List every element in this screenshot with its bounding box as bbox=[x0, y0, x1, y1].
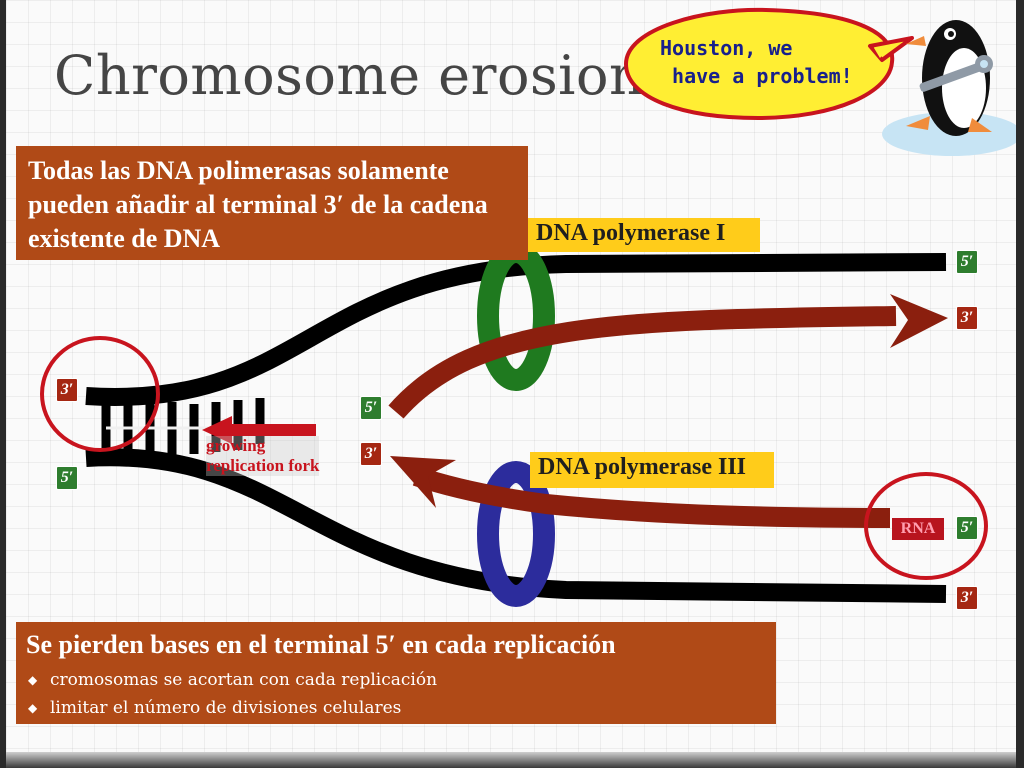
speech-bubble-icon bbox=[623, 7, 914, 121]
left-end-circle bbox=[40, 336, 160, 452]
end-label-lower-new-right: 5′ bbox=[956, 516, 978, 540]
polymerase-1-label: DNA polymerase I bbox=[528, 218, 760, 252]
bullet-item: ◆ limitar el número de divisiones celular… bbox=[26, 694, 766, 722]
base-pair-rungs bbox=[101, 398, 266, 458]
bottom-info-box: Se pierden bases en el terminal 5′ en ca… bbox=[16, 622, 776, 724]
penguin-with-wrench-icon bbox=[882, 20, 1016, 156]
slide-shadow bbox=[6, 752, 1016, 768]
rna-label: RNA bbox=[892, 518, 944, 540]
top-info-box: Todas las DNA polimerasas solamente pued… bbox=[16, 146, 528, 260]
diamond-bullet-icon: ◆ bbox=[28, 701, 38, 715]
polymerase-3-ring bbox=[477, 461, 555, 607]
bullet-list: ◆ cromosomas se acortan con cada replicac… bbox=[26, 666, 766, 722]
bullet-text: cromosomas se acortan con cada replicaci… bbox=[50, 670, 438, 690]
speech-bubble-text: Houston, we have a problem! bbox=[660, 36, 853, 88]
leading-arrowhead bbox=[890, 294, 948, 348]
bottom-box-heading: Se pierden bases en el terminal 5′ en ca… bbox=[26, 630, 616, 659]
end-label-top-strand-right: 5′ bbox=[956, 250, 978, 274]
polymerase-3-label: DNA polymerase III bbox=[530, 452, 774, 488]
slide: Chromosome erosion bbox=[6, 0, 1016, 752]
end-label-left-top: 3′ bbox=[56, 378, 78, 402]
lagging-arrowhead bbox=[390, 456, 456, 508]
new-strand-lagging bbox=[412, 466, 891, 528]
growing-fork-arrow-icon bbox=[202, 416, 316, 444]
end-label-bottom-strand-right: 3′ bbox=[956, 586, 978, 610]
new-strand-leading bbox=[388, 306, 897, 419]
rna-end-circle bbox=[864, 472, 988, 580]
replication-diagram bbox=[40, 7, 1016, 607]
page-title: Chromosome erosion bbox=[54, 44, 645, 107]
end-label-lower-new-left: 3′ bbox=[360, 442, 382, 466]
end-label-left-bottom: 5′ bbox=[56, 466, 78, 490]
fork-label: growing replication fork bbox=[206, 436, 320, 476]
bullet-text: limitar el número de divisiones celulare… bbox=[50, 698, 402, 718]
end-label-top-new-left: 5′ bbox=[360, 396, 382, 420]
diamond-bullet-icon: ◆ bbox=[28, 673, 38, 687]
end-label-top-new-right: 3′ bbox=[956, 306, 978, 330]
fork-label-text: growing replication fork bbox=[206, 436, 320, 475]
bullet-item: ◆ cromosomas se acortan con cada replicac… bbox=[26, 666, 766, 694]
